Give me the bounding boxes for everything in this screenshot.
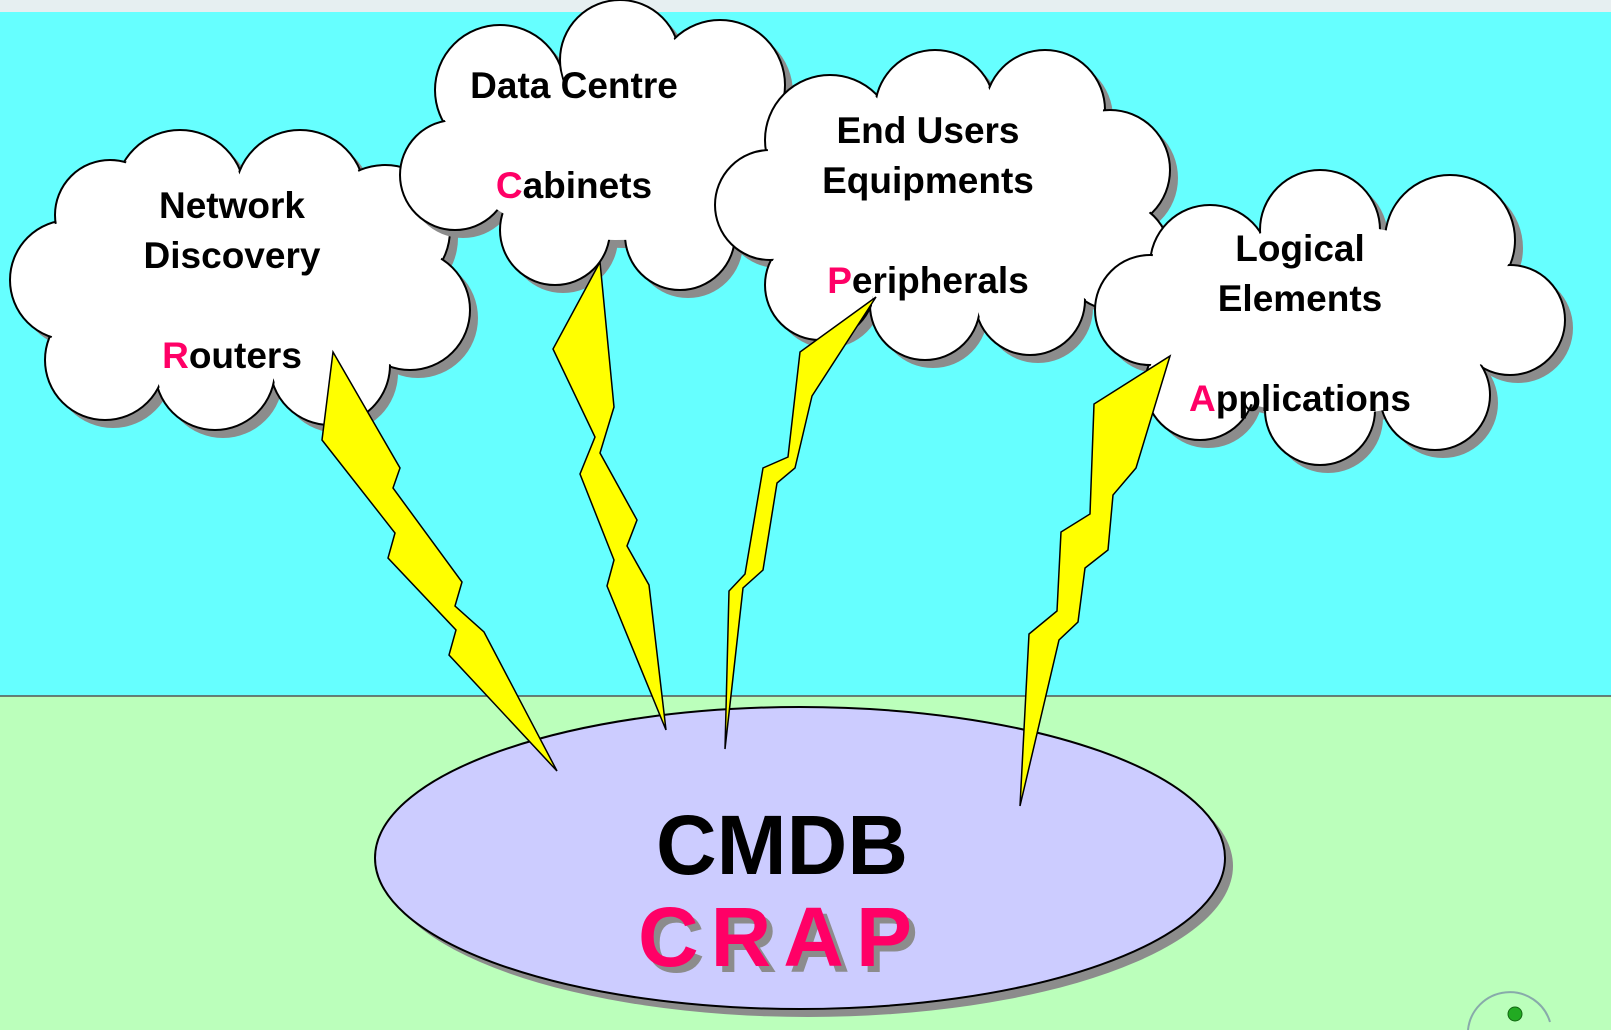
cloud-title-line: Discovery: [144, 235, 321, 276]
database-acronym: CRAP CRAP: [638, 890, 930, 990]
corner-logo-icon: [1467, 991, 1551, 1030]
lightning-bolt-icon: [552, 259, 667, 731]
database-acronym-shadow: CRAP: [644, 896, 930, 990]
cloud-item-label: Cabinets: [496, 165, 652, 206]
item-rest: abinets: [523, 165, 653, 206]
database-acronym-text: CRAP: [638, 890, 924, 984]
cloud-label-logical: Logical Elements Applications: [1189, 228, 1411, 419]
item-initial: C: [496, 165, 523, 206]
cloud-label-datacentre: Data Centre Cabinets: [470, 65, 678, 206]
top-strip: [0, 0, 1611, 12]
lightning-bolt-icon: [724, 296, 877, 750]
cloud-label-network: Network Discovery Routers: [144, 185, 321, 376]
cloud-title-line: End Users: [836, 110, 1019, 151]
database-ellipse: [374, 706, 1226, 1010]
lightning-bolt-icon: [1019, 354, 1172, 807]
item-initial: R: [162, 335, 189, 376]
cloud-title-line: Elements: [1218, 278, 1383, 319]
cloud-title-line: Data Centre: [470, 65, 678, 106]
cloud-icon: [714, 49, 1178, 368]
cloud-item-label: Applications: [1189, 378, 1411, 419]
database-title: CMDB: [656, 798, 908, 892]
cloud-icon: [1094, 169, 1573, 473]
item-rest: eripherals: [852, 260, 1029, 301]
cloud-title-line: Network: [159, 185, 305, 226]
item-initial: P: [827, 260, 852, 301]
item-rest: pplications: [1216, 378, 1411, 419]
item-rest: outers: [189, 335, 302, 376]
lightning-bolt-icon: [321, 349, 558, 772]
item-initial: A: [1189, 378, 1216, 419]
cloud-item-label: Routers: [162, 335, 302, 376]
cloud-label-endusers: End Users Equipments Peripherals: [822, 110, 1034, 301]
cloud-item-label: Peripherals: [827, 260, 1029, 301]
cloud-icon: [9, 129, 478, 438]
cloud-title-line: Logical: [1235, 228, 1365, 269]
cloud-title-line: Equipments: [822, 160, 1034, 201]
